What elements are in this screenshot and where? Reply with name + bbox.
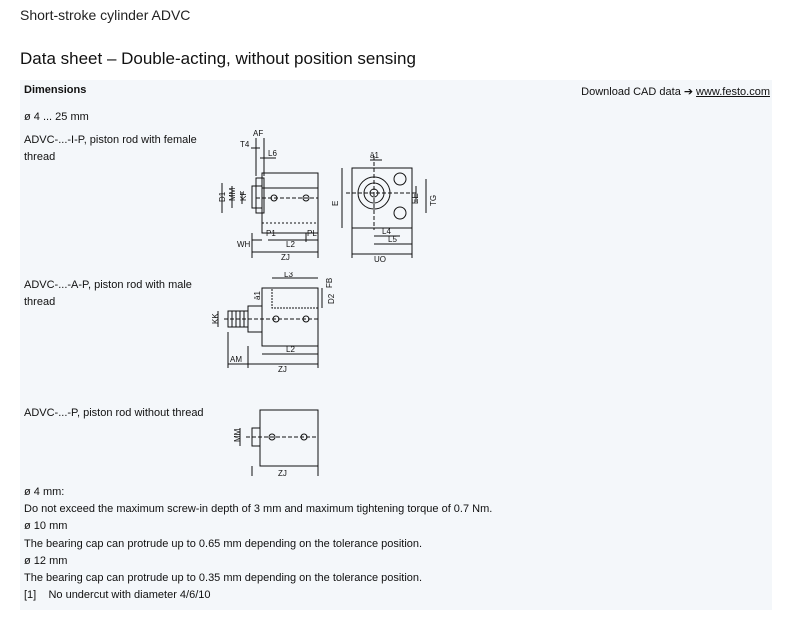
note-line: ø 4 mm: xyxy=(24,486,65,498)
label-d2: D2 xyxy=(327,293,336,304)
label-e: E xyxy=(331,201,340,206)
variant-label-line: ADVC-...-P, piston rod without thread xyxy=(24,407,204,419)
dimensions-heading: Dimensions xyxy=(24,84,87,96)
drawing-female-thread-front: E ā1 L4 L5 UO TG EE xyxy=(326,150,441,267)
label-l2-male: L2 xyxy=(286,345,295,354)
festo-link[interactable]: www.festo.com xyxy=(696,86,770,98)
size-range: ø 4 ... 25 mm xyxy=(24,111,89,123)
drawing-male-thread: L3 FB D2 ā1 KK AM L2 ZJ xyxy=(210,270,350,377)
label-am: AM xyxy=(230,355,242,364)
label-l2: L2 xyxy=(286,240,295,249)
label-a1-male: ā1 xyxy=(253,291,262,300)
label-pl: PL xyxy=(307,229,317,238)
label-kk: KK xyxy=(211,313,220,324)
label-zj: ZJ xyxy=(281,253,290,262)
label-uo: UO xyxy=(374,255,386,262)
note-line: ø 12 mm xyxy=(24,555,68,567)
variant-label-line: thread xyxy=(24,151,56,163)
arrow-right-icon: ➔ xyxy=(683,86,694,98)
label-mm-plain: MM xyxy=(233,428,242,442)
data-sheet-title: Data sheet – Double-acting, without posi… xyxy=(20,49,416,68)
label-l4: L4 xyxy=(382,227,391,236)
variant-label-male-thread: ADVC-...-A-P, piston rod with male threa… xyxy=(24,277,192,311)
variant-label-line: ADVC-...-I-P, piston rod with female xyxy=(24,134,197,146)
label-fb: FB xyxy=(325,278,334,288)
note-line: Do not exceed the maximum screw-in depth… xyxy=(24,503,493,515)
label-af: AF xyxy=(253,129,263,138)
note-line: ø 10 mm xyxy=(24,520,68,532)
label-wh: WH xyxy=(237,240,251,249)
footnote: [1] No undercut with diameter 4/6/10 xyxy=(24,589,211,601)
note-line: The bearing cap can protrude up to 0.65 … xyxy=(24,538,423,550)
label-zj-male: ZJ xyxy=(278,365,287,372)
label-kf: KF xyxy=(239,191,248,201)
label-l3: L3 xyxy=(284,272,293,279)
drawing-female-thread-side: AF T4 L6 D1 MM KF WH P1 L2 PL ZJ xyxy=(216,128,351,268)
cad-download-label: Download CAD data xyxy=(581,86,681,98)
dimensions-panel: Dimensions Download CAD data➔www.festo.c… xyxy=(20,80,772,610)
label-ee: EE xyxy=(411,193,420,204)
label-tg: TG xyxy=(429,195,438,206)
label-l6: L6 xyxy=(268,149,277,158)
label-p1: P1 xyxy=(266,229,276,238)
cad-download: Download CAD data➔www.festo.com xyxy=(581,85,770,98)
label-t4: T4 xyxy=(240,140,250,149)
variant-label-without-thread: ADVC-...-P, piston rod without thread xyxy=(24,405,204,422)
variant-label-line: thread xyxy=(24,296,56,308)
page-header-title: Short-stroke cylinder ADVC xyxy=(20,7,191,23)
label-a1: ā1 xyxy=(370,151,379,160)
label-zj-plain: ZJ xyxy=(278,469,287,476)
variant-label-female-thread: ADVC-...-I-P, piston rod with female thr… xyxy=(24,132,197,166)
variant-label-line: ADVC-...-A-P, piston rod with male xyxy=(24,279,192,291)
note-line: The bearing cap can protrude up to 0.35 … xyxy=(24,572,423,584)
label-mm: MM xyxy=(228,187,237,201)
label-l5: L5 xyxy=(388,235,397,244)
drawing-without-thread: MM ZJ xyxy=(224,406,324,481)
label-d1: D1 xyxy=(218,191,227,202)
